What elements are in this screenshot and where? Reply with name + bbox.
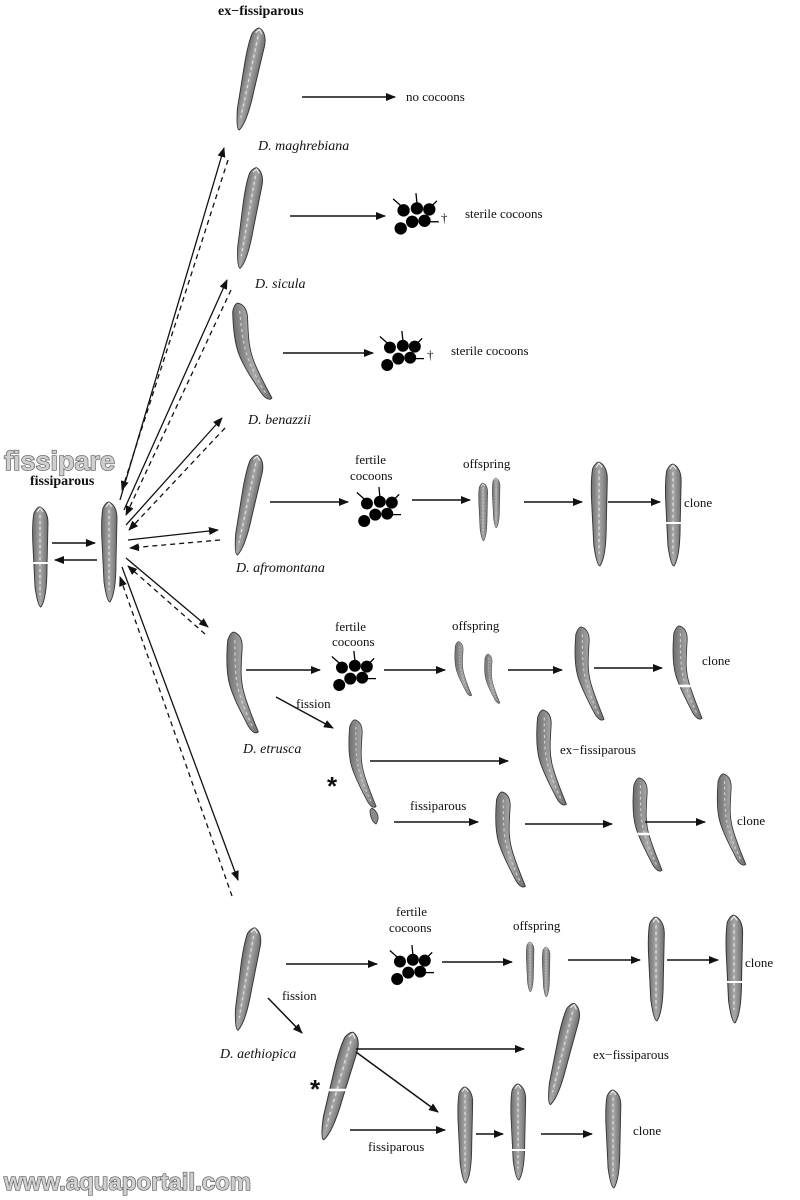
- etrusca-fission-arrow: [275, 696, 334, 729]
- afromontana-offspring-label: offspring: [463, 456, 511, 471]
- radiating-arrows: [119, 147, 239, 897]
- aethiopica-offspring-worm: [525, 941, 535, 993]
- aethiopica-cocoons-label: cocoons: [389, 920, 432, 935]
- fissiparous-header: fissiparous: [30, 474, 95, 489]
- asterisk-icon: *: [310, 1074, 321, 1104]
- ancestor-worm: [31, 506, 49, 608]
- dagger-icon: †: [441, 210, 448, 225]
- aethiopica-fission-label: fission: [282, 988, 317, 1003]
- species-etrusca: D. etrusca: [242, 742, 301, 757]
- etrusca-tail-fragment: [369, 807, 379, 825]
- etrusca-offspring-worm: [454, 641, 473, 697]
- afromontana-clone-worm: [664, 463, 682, 567]
- species-aethiopica: D. aethiopica: [219, 1047, 296, 1062]
- maghrebiana-worm: [229, 25, 269, 133]
- etrusca-offspring-label: offspring: [452, 618, 500, 633]
- species-maghrebiana: D. maghrebiana: [257, 139, 349, 154]
- etrusca-fertile-cocoons-icon: [331, 650, 377, 692]
- aethiopica-fission-arrow: [267, 997, 303, 1034]
- etrusca-fertile-label: fertile: [335, 619, 366, 634]
- aethiopica-diagonal-arrow: [355, 1051, 439, 1113]
- fissiparous-worm: [100, 501, 118, 603]
- afromontana-offspring-worm: [491, 477, 501, 529]
- benazzii-sterile-label: sterile cocoons: [451, 343, 529, 358]
- species-benazzii: D. benazzii: [247, 413, 311, 428]
- etrusca-worm: [226, 631, 260, 734]
- afromontana-cocoons-label: cocoons: [350, 468, 393, 483]
- sicula-sterile-label: sterile cocoons: [465, 206, 543, 221]
- watermark-top: fissipare: [4, 446, 115, 476]
- etrusca-fissiparous-worm: [495, 791, 527, 888]
- species-sicula: D. sicula: [254, 277, 306, 292]
- afromontana-fertile-label: fertile: [355, 452, 386, 467]
- afromontana-fertile-cocoons-icon: [356, 486, 402, 528]
- aethiopica-fission-worm: [313, 1029, 363, 1144]
- benazzii-sterile-cocoons-icon: [379, 330, 425, 372]
- aethiopica-fissiparous-worm: [457, 1086, 474, 1184]
- etrusca-clone-worm: [672, 625, 703, 720]
- etrusca-ex-fissiparous-label: ex−fissiparous: [560, 742, 636, 757]
- watermark-bottom: www.aquaportail.com: [3, 1169, 251, 1196]
- dagger-icon: †: [427, 347, 434, 362]
- aethiopica-fertile-label: fertile: [396, 904, 427, 919]
- aethiopica-clone-label-2: clone: [633, 1123, 661, 1138]
- aethiopica-clone-worm-2: [604, 1089, 622, 1189]
- etrusca-fission-worm: [348, 719, 377, 808]
- etrusca-fission-label: fission: [296, 696, 331, 711]
- species-afromontana: D. afromontana: [235, 561, 325, 576]
- etrusca-adult-worm: [574, 626, 605, 721]
- aethiopica-ex-fissiparous-label: ex−fissiparous: [593, 1047, 669, 1062]
- aethiopica-fissiparous-label: fissiparous: [368, 1139, 424, 1154]
- sicula-worm: [230, 165, 266, 271]
- aethiopica-offspring-label: offspring: [513, 918, 561, 933]
- no-cocoons-label: no cocoons: [406, 89, 465, 104]
- etrusca-clone-label: clone: [702, 653, 730, 668]
- ex-fissiparous-header: ex−fissiparous: [218, 4, 304, 19]
- afromontana-clone-label: clone: [684, 495, 712, 510]
- etrusca-adult-worm-2: [632, 777, 663, 872]
- afromontana-offspring-worm: [478, 482, 489, 542]
- aethiopica-adult-worm: [647, 916, 666, 1022]
- sicula-sterile-cocoons-icon: [392, 192, 440, 236]
- aethiopica-worm: [228, 925, 265, 1033]
- benazzii-worm: [230, 299, 273, 403]
- asterisk-icon: *: [327, 771, 338, 801]
- afromontana-worm: [228, 452, 267, 558]
- etrusca-offspring-worm: [484, 653, 501, 704]
- etrusca-cocoons-label: cocoons: [332, 634, 375, 649]
- etrusca-ex-fissiparous-worm: [536, 709, 568, 806]
- aethiopica-ex-fissiparous-worm: [540, 1000, 584, 1108]
- aethiopica-offspring-worm: [541, 946, 551, 998]
- aethiopica-fertile-cocoons-icon: [389, 944, 435, 986]
- aethiopica-clone-label: clone: [745, 955, 773, 970]
- etrusca-fissiparous-label: fissiparous: [410, 798, 466, 813]
- aethiopica-clone-worm: [725, 914, 744, 1024]
- etrusca-clone-label-2: clone: [737, 813, 765, 828]
- afromontana-adult-worm: [590, 461, 609, 567]
- aethiopica-adult-worm-2: [510, 1083, 527, 1181]
